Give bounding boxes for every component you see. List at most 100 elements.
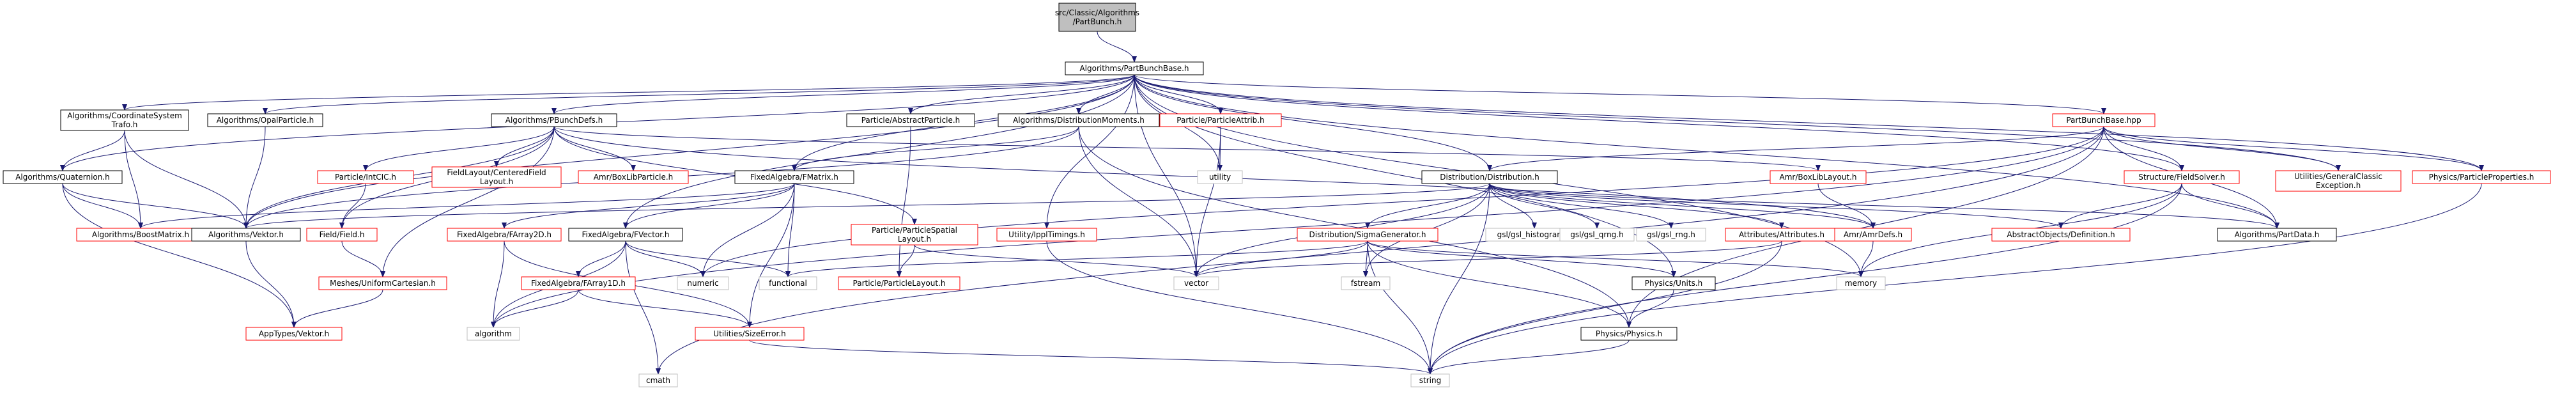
node-label: numeric xyxy=(687,279,718,288)
node-quat[interactable]: Algorithms/Quaternion.h xyxy=(3,170,123,184)
edge-distgen-to-string xyxy=(1367,240,1433,375)
node-amrdefs[interactable]: Amr/AmrDefs.h xyxy=(1834,228,1912,242)
node-label: Algorithms/PartBunchBase.h xyxy=(1079,64,1189,73)
node-field[interactable]: Field/Field.h xyxy=(306,228,378,242)
node-label: Layout.h xyxy=(480,177,513,186)
node-appvektor[interactable]: AppTypes/Vektor.h xyxy=(245,327,343,341)
edge-pbhpp-to-cmath xyxy=(656,126,2104,375)
node-boost[interactable]: Algorithms/BoostMatrix.h xyxy=(76,228,205,242)
node-label: Algorithms/Vektor.h xyxy=(208,230,284,239)
edge-farray1d-to-algorithm xyxy=(491,289,579,328)
edge-fmatrix-to-numeric xyxy=(700,183,795,278)
node-pic[interactable]: Particle/IntCIC.h xyxy=(317,170,414,184)
edge-fvector-to-numeric xyxy=(625,240,706,278)
edge-coordsys-to-vektor xyxy=(124,130,249,229)
node-box xyxy=(1058,3,1136,32)
node-pbhpp[interactable]: PartBunchBase.hpp xyxy=(2052,113,2156,127)
node-sfs[interactable]: Structure/FieldSolver.h xyxy=(2124,170,2240,184)
node-attr[interactable]: Attributes/Attributes.h xyxy=(1725,228,1839,242)
node-pbb[interactable]: Algorithms/PartBunchBase.h xyxy=(1065,61,1204,75)
node-meshes[interactable]: Meshes/UniformCartesian.h xyxy=(318,276,447,290)
node-label: Algorithms/BoostMatrix.h xyxy=(92,230,189,239)
node-pbdefs[interactable]: Algorithms/PBunchDefs.h xyxy=(491,113,617,127)
edge-pbb-to-gce xyxy=(1134,74,2341,171)
edge-distgen-to-functional xyxy=(785,240,1368,278)
node-label: Algorithms/PBunchDefs.h xyxy=(505,116,603,125)
node-amrpart[interactable]: Amr/BoxLibParticle.h xyxy=(578,170,689,184)
edge-pbb-to-coordsys xyxy=(122,74,1135,111)
node-memory: memory xyxy=(1836,276,1886,290)
node-ippl[interactable]: Utility/IpplTimings.h xyxy=(996,228,1097,242)
edge-sfs-to-partdata xyxy=(2181,183,2279,229)
node-box xyxy=(838,276,960,290)
edge-field-to-meshes xyxy=(341,240,385,278)
node-box xyxy=(996,228,1097,242)
edge-physics-to-string xyxy=(1428,340,1630,375)
edge-pbb-to-sfs xyxy=(1134,74,2184,171)
node-label: Attributes/Attributes.h xyxy=(1739,230,1824,239)
edge-root-to-pbb xyxy=(1097,31,1137,63)
node-string: string xyxy=(1410,373,1450,387)
node-box xyxy=(1159,113,1282,127)
edge-pbb-to-fvector xyxy=(623,74,1135,229)
node-opal[interactable]: Algorithms/OpalParticle.h xyxy=(207,113,323,127)
node-box xyxy=(1636,228,1706,242)
node-fvector[interactable]: FixedAlgebra/FVector.h xyxy=(568,228,683,242)
node-units[interactable]: Physics/Units.h xyxy=(1631,276,1716,290)
edge-pbb-to-partdata xyxy=(1134,74,2279,229)
node-utility: utility xyxy=(1197,170,1243,184)
node-label: FixedAlgebra/FMatrix.h xyxy=(750,173,838,182)
node-vector: vector xyxy=(1173,276,1219,290)
node-distmom[interactable]: Algorithms/DistributionMoments.h xyxy=(998,113,1160,127)
node-algorithm: algorithm xyxy=(467,327,520,341)
node-box xyxy=(60,109,189,131)
edge-abspart-to-playout xyxy=(897,126,911,278)
edge-fmatrix-to-sizeerr xyxy=(747,183,795,328)
node-box xyxy=(677,276,729,290)
node-label: vector xyxy=(1184,279,1208,288)
node-partdata[interactable]: Algorithms/PartData.h xyxy=(2217,228,2337,242)
edge-pbhpp-to-dist xyxy=(1487,126,2104,171)
node-playout[interactable]: Particle/ParticleLayout.h xyxy=(838,276,960,290)
node-box xyxy=(467,327,520,341)
node-box xyxy=(638,373,678,387)
edge-attr-to-string xyxy=(1428,240,1782,375)
node-pattrib[interactable]: Particle/ParticleAttrib.h xyxy=(1159,113,1282,127)
node-label: gsl/gsl_histogram.h xyxy=(1497,230,1572,239)
node-label: FixedAlgebra/FVector.h xyxy=(582,230,669,239)
node-farray1d[interactable]: FixedAlgebra/FArray1D.h xyxy=(521,276,636,290)
node-label: Exception.h xyxy=(2316,181,2361,190)
node-label: Algorithms/OpalParticle.h xyxy=(217,116,314,125)
edge-pbb-to-ppp xyxy=(1134,74,2484,171)
edge-fmatrix-to-functional xyxy=(785,183,795,278)
node-vektor[interactable]: Algorithms/Vektor.h xyxy=(191,228,301,242)
node-amrlayout[interactable]: Amr/BoxLibLayout.h xyxy=(1770,170,1867,184)
node-label: FixedAlgebra/FArray2D.h xyxy=(457,230,551,239)
node-box xyxy=(1770,170,1867,184)
node-distgen[interactable]: Distribution/SigmaGenerator.h xyxy=(1297,228,1438,242)
node-abspart[interactable]: Particle/AbstractParticle.h xyxy=(846,113,975,127)
node-ppp[interactable]: Physics/ParticleProperties.h xyxy=(2412,170,2551,184)
edge-pattrib-to-vector xyxy=(1194,126,1221,278)
node-label: Particle/ParticleLayout.h xyxy=(853,279,946,288)
node-dist[interactable]: Distribution/Distribution.h xyxy=(1421,170,1558,184)
node-aod[interactable]: AbstractObjects/Definition.h xyxy=(1991,228,2131,242)
node-farray2d[interactable]: FixedAlgebra/FArray2D.h xyxy=(447,228,562,242)
node-label: fstream xyxy=(1351,279,1380,288)
edge-distgen-to-fstream xyxy=(1363,240,1369,278)
node-label: Amr/BoxLibParticle.h xyxy=(594,173,674,182)
node-label: Distribution/SigmaGenerator.h xyxy=(1309,230,1426,239)
node-sizeerr[interactable]: Utilities/SizeError.h xyxy=(695,327,805,341)
node-physics[interactable]: Physics/Physics.h xyxy=(1580,327,1677,341)
edge-distmom-to-physics xyxy=(1078,126,1631,328)
node-fmatrix[interactable]: FixedAlgebra/FMatrix.h xyxy=(734,170,854,184)
edge-pbb-to-pbhpp xyxy=(1134,74,2106,114)
edge-fvector-to-functional xyxy=(625,240,791,278)
edge-dist-to-amrdefs xyxy=(1489,183,1876,229)
node-label: Structure/FieldSolver.h xyxy=(2138,173,2225,182)
